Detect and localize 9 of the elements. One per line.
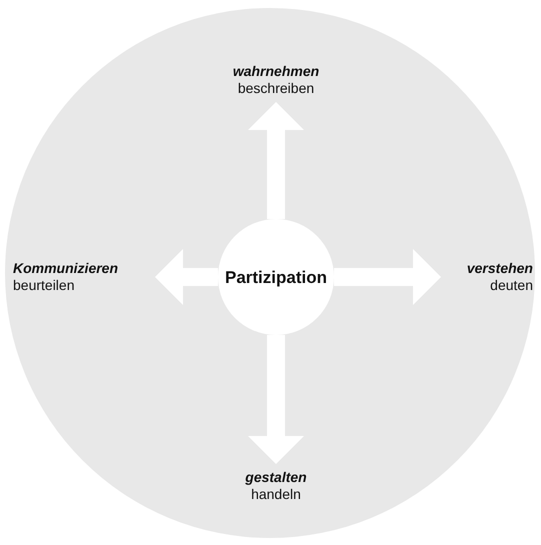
node-subtitle: handeln	[250, 486, 302, 503]
center-label: Partizipation	[224, 268, 328, 286]
node-heading: Kommunizieren	[13, 260, 120, 277]
node-heading: wahrnehmen	[232, 63, 320, 80]
node-subtitle: deuten	[489, 277, 533, 294]
node-subtitle: beurteilen	[13, 277, 76, 294]
node-heading: gestalten	[244, 469, 308, 486]
node-heading: verstehen	[466, 260, 533, 277]
node-subtitle: beschreiben	[236, 80, 316, 97]
